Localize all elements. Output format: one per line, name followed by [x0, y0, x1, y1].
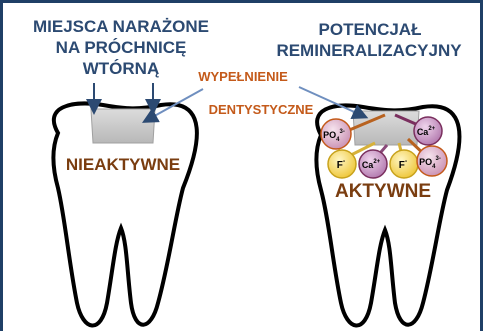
right-title-line-2: REMINERALIZACYJNY — [276, 41, 462, 60]
filling-label-line-1: WYPEŁNIENIE — [198, 69, 288, 84]
left-status-label: NIEAKTYWNE — [66, 155, 180, 174]
left-filling — [91, 109, 155, 143]
fluoride-ion-right: F- — [390, 150, 418, 178]
right-status-label: AKTYWNE — [335, 181, 431, 202]
diagram-canvas: MIEJSCA NARAŻONE NA PRÓCHNICĘ WTÓRNĄ POT… — [3, 3, 483, 334]
phosphate-ion-left: PO43- — [321, 119, 351, 149]
left-title-line-3: WTÓRNĄ — [83, 59, 159, 78]
phosphate-ion-right: PO43- — [417, 146, 447, 176]
left-tooth — [53, 103, 196, 325]
calcium-ion-right: Ca2+ — [414, 117, 442, 145]
calcium-ion-center: Ca2+ — [359, 150, 387, 178]
left-title-line-1: MIEJSCA NARAŻONE — [33, 17, 209, 36]
fluoride-ion-left: F- — [328, 150, 356, 178]
left-title-line-2: NA PRÓCHNICĘ — [56, 38, 187, 57]
filling-label-line-2: DENTYSTYCZNE — [209, 102, 314, 117]
right-title-line-1: POTENCJAŁ — [319, 20, 422, 39]
